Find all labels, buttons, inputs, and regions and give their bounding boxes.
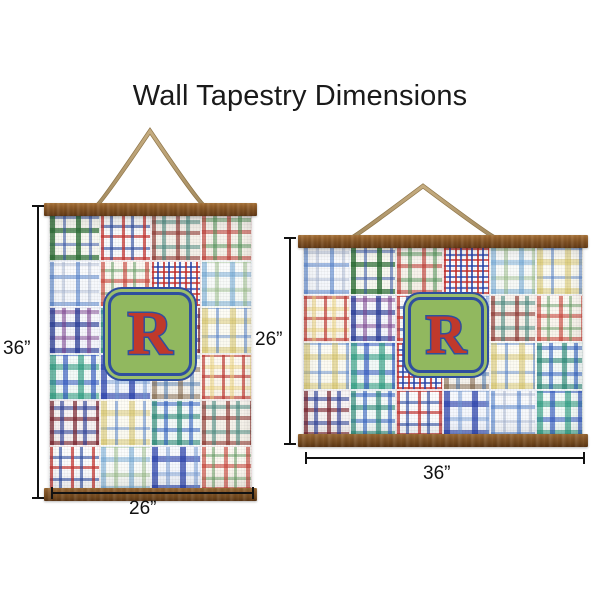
dimension-width-label: 36”	[423, 463, 451, 484]
plaid-patch	[201, 353, 252, 400]
plaid-patch	[99, 215, 151, 262]
dowel-rod-bottom	[44, 488, 257, 501]
dimension-width-portrait: 26”	[49, 486, 259, 526]
plaid-patch	[396, 389, 443, 437]
plaid-patch	[99, 445, 151, 492]
plaid-patch	[396, 247, 443, 295]
dimension-height-label: 26”	[255, 329, 283, 350]
dowel-rod-top	[298, 235, 588, 248]
dimension-cap-left	[51, 487, 53, 499]
plaid-patch	[489, 247, 537, 295]
plaid-patch	[443, 389, 490, 437]
plaid-patch	[303, 342, 350, 390]
plaid-patch	[49, 399, 100, 446]
plaid-patch	[349, 294, 397, 342]
monogram-emblem: R	[108, 292, 192, 376]
plaid-patch	[303, 294, 350, 342]
dimension-height-landscape: 26”	[255, 235, 324, 455]
plaid-patch	[443, 247, 490, 295]
dimension-height-portrait: 36”	[3, 203, 72, 503]
dimension-height-label: 36”	[3, 338, 31, 359]
plaid-patch	[303, 389, 350, 437]
dimension-width-label: 26”	[129, 498, 157, 519]
hanging-rope	[91, 127, 210, 211]
dowel-rod-top	[44, 203, 257, 216]
plaid-patch	[536, 247, 583, 295]
plaid-patch	[536, 389, 583, 437]
plaid-patch	[150, 399, 202, 446]
dimension-cap-bottom	[284, 443, 296, 445]
plaid-patch	[349, 247, 397, 295]
product-tapestry-portrait: R 36” 26”	[3, 127, 259, 526]
plaid-patch	[303, 247, 350, 295]
plaid-patch	[349, 389, 397, 437]
dimension-cap-right	[583, 452, 585, 464]
plaid-patch	[536, 342, 583, 390]
plaid-patch	[201, 399, 252, 446]
plaid-patch	[49, 307, 100, 354]
plaid-patch	[489, 342, 537, 390]
plaid-patch	[49, 353, 100, 400]
dimension-cap-top	[284, 237, 296, 239]
plaid-patch	[150, 215, 202, 262]
plaid-patch	[489, 294, 537, 342]
dowel-rod-bottom	[298, 434, 588, 447]
plaid-patch	[349, 342, 397, 390]
plaid-patch	[49, 215, 100, 262]
product-tapestry-landscape: R 26” 36”	[255, 0, 600, 600]
dimension-cap-top	[32, 205, 44, 207]
plaid-patch	[536, 294, 583, 342]
plaid-patch	[201, 215, 252, 262]
plaid-patch	[49, 261, 100, 308]
hanging-rope	[346, 183, 501, 243]
dimension-cap-bottom	[32, 497, 44, 499]
monogram-letter: R	[424, 303, 467, 366]
dimension-cap-left	[305, 452, 307, 464]
plaid-patch	[99, 399, 151, 446]
dimension-width-landscape: 36”	[303, 432, 593, 484]
plaid-patch	[201, 307, 252, 354]
plaid-patch	[201, 261, 252, 308]
plaid-patch	[201, 445, 252, 492]
monogram-emblem: R	[408, 297, 484, 373]
plaid-patch	[49, 445, 100, 492]
monogram-letter: R	[126, 299, 174, 368]
dimension-cap-right	[252, 487, 254, 499]
page-title: Wall Tapestry Dimensions	[132, 80, 468, 112]
plaid-patch	[489, 389, 537, 437]
